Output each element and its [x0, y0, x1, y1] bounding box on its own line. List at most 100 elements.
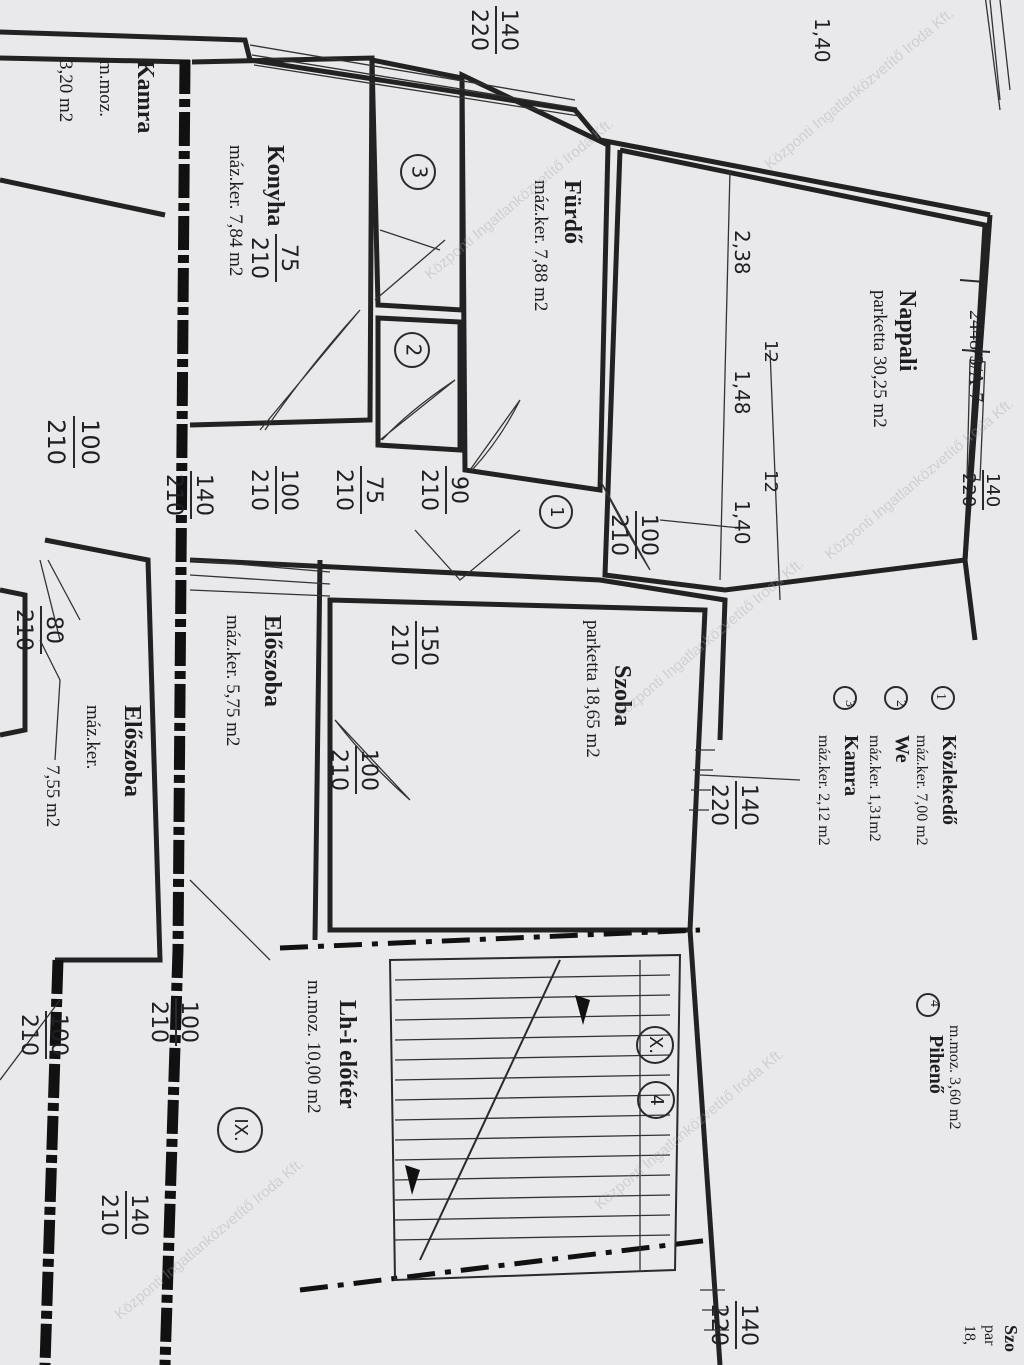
legend-floor: m.moz. 3,60 m2 — [946, 1025, 963, 1129]
svg-text:3: 3 — [408, 166, 432, 179]
room-name: Előszoba — [259, 615, 285, 707]
svg-text:140: 140 — [126, 1194, 151, 1236]
svg-text:140: 140 — [736, 784, 761, 826]
legend-marker-2 — [884, 686, 908, 710]
marker-2 — [394, 332, 430, 368]
door-dim: 100 210 — [42, 416, 104, 468]
svg-text:Központi Ingatlanközvetítő Iro: Központi Ingatlanközvetítő Iroda Kft. — [112, 1155, 308, 1323]
marker-3 — [400, 154, 436, 190]
window-dim: 140 220 — [466, 6, 521, 54]
svg-text:1,48: 1,48 — [730, 370, 754, 415]
svg-text:1: 1 — [933, 693, 948, 700]
legend-marker-4 — [916, 993, 940, 1017]
door-dim: 90 210 — [416, 466, 471, 514]
svg-text:100: 100 — [636, 514, 661, 556]
window-dim: 140 220 — [706, 1301, 761, 1349]
svg-text:210: 210 — [146, 1001, 171, 1043]
svg-text:210: 210 — [331, 469, 356, 511]
legend-marker-1 — [931, 686, 955, 710]
door-dim: 100 210 — [16, 1011, 71, 1059]
svg-text:210: 210 — [246, 469, 271, 511]
svg-text:220: 220 — [706, 784, 731, 826]
svg-text:4: 4 — [927, 1000, 942, 1007]
svg-text:210: 210 — [606, 514, 631, 556]
door-dim: 75 210 — [246, 234, 301, 282]
svg-text:210: 210 — [416, 469, 441, 511]
window-dim: 140 220 — [958, 470, 1003, 510]
room-eloszoba-left: Előszoba máz.ker. 7,55 m2 — [42, 705, 145, 827]
svg-text:140: 140 — [736, 1304, 761, 1346]
room-name: Szoba — [609, 665, 635, 726]
room-konyha: Konyha máz.ker. 7,84 m2 — [225, 145, 288, 276]
svg-text:140: 140 — [496, 9, 521, 51]
room-name: Kamra — [132, 60, 158, 133]
room-area: 7,55 m2 — [42, 765, 63, 827]
room-floor: m.moz. 10,00 m2 — [303, 980, 324, 1114]
room-floor: máz.ker. — [82, 705, 103, 769]
svg-text:210: 210 — [96, 1194, 121, 1236]
svg-text:2: 2 — [893, 700, 908, 707]
marker-ix — [217, 1107, 263, 1153]
edge-labels: Szo par 18, — [961, 1325, 1021, 1352]
nappali-dimensions: 2,38 12 1,48 12 1,40 — [730, 230, 781, 545]
svg-text:3: 3 — [842, 700, 857, 707]
room-name: Lh-i előtér — [334, 1000, 360, 1109]
svg-text:150: 150 — [416, 624, 441, 666]
svg-text:100: 100 — [46, 1014, 71, 1056]
marker-1 — [539, 495, 573, 529]
door-dim: 75 210 — [331, 466, 386, 514]
room-markers: 3 2 1 X. 4 IX. — [217, 154, 675, 1153]
door-dim: 80 210 — [11, 606, 66, 654]
svg-text:Szo: Szo — [1001, 1325, 1021, 1352]
room-floor: m.moz. — [95, 60, 116, 117]
stair-arrow-down-icon — [405, 1165, 420, 1195]
stairs — [394, 959, 671, 1270]
window-dim: 140 220 — [706, 781, 761, 829]
room-name: Előszoba — [119, 705, 145, 797]
svg-text:210: 210 — [246, 237, 271, 279]
svg-text:1,40: 1,40 — [730, 500, 754, 545]
door-dim: 150 210 — [386, 621, 441, 669]
room-floor: parketta 18,65 m2 — [582, 620, 603, 758]
svg-text:100: 100 — [76, 419, 104, 465]
legend: 1 Közlekedő máz.ker. 7,00 m2 2 We máz.ke… — [815, 686, 963, 1129]
door-dim: 140 210 — [96, 1191, 151, 1239]
svg-text:100: 100 — [276, 469, 301, 511]
room-floor: máz.ker. 7,88 m2 — [530, 180, 551, 311]
svg-text:75: 75 — [361, 476, 386, 504]
svg-text:210: 210 — [11, 609, 36, 651]
svg-text:1: 1 — [546, 506, 567, 517]
legend-marker-3 — [833, 686, 857, 710]
legend-floor: máz.ker. 2,12 m2 — [815, 735, 832, 846]
legend-name: Kamra — [840, 735, 862, 796]
door-swings — [0, 229, 651, 1081]
legend-name: Pihenő — [925, 1035, 947, 1094]
svg-text:210: 210 — [161, 474, 186, 516]
svg-text:75: 75 — [276, 244, 301, 272]
legend-floor: máz.ker. 1,31m2 — [866, 735, 883, 842]
svg-text:100: 100 — [176, 1001, 201, 1043]
room-name: Nappali — [894, 290, 920, 372]
stair-arrow-up-icon — [575, 995, 590, 1025]
svg-text:Központi Ingatlanközvetítő Iro: Központi Ingatlanközvetítő Iroda Kft. — [592, 1045, 788, 1213]
svg-text:100: 100 — [356, 749, 381, 791]
parcel-number: 2448/3/A-7 — [965, 310, 987, 402]
door-dim: 100 210 — [606, 511, 661, 559]
door-dim: 100 210 — [146, 998, 201, 1046]
svg-text:210: 210 — [42, 419, 70, 465]
room-lhi-eloter: Lh-i előtér m.moz. 10,00 m2 — [303, 980, 360, 1114]
svg-text:4: 4 — [646, 1094, 667, 1105]
door-dim: 140 210 — [161, 471, 216, 519]
walls — [0, 29, 993, 1365]
svg-text:140: 140 — [191, 474, 216, 516]
room-name: Fürdő — [559, 180, 585, 244]
window-dimensions: 140 220 140 220 140 220 140 220 1,40 — [466, 6, 1003, 1349]
svg-text:210: 210 — [326, 749, 351, 791]
door-dimensions: 100 210 75 210 100 210 140 210 75 210 90… — [11, 234, 661, 1239]
dimension-lines — [659, 0, 1011, 781]
room-floor: máz.ker. 5,75 m2 — [222, 615, 243, 746]
marker-4 — [637, 1081, 675, 1119]
svg-text:220: 220 — [958, 473, 979, 507]
door-dim: 100 210 — [326, 746, 381, 794]
